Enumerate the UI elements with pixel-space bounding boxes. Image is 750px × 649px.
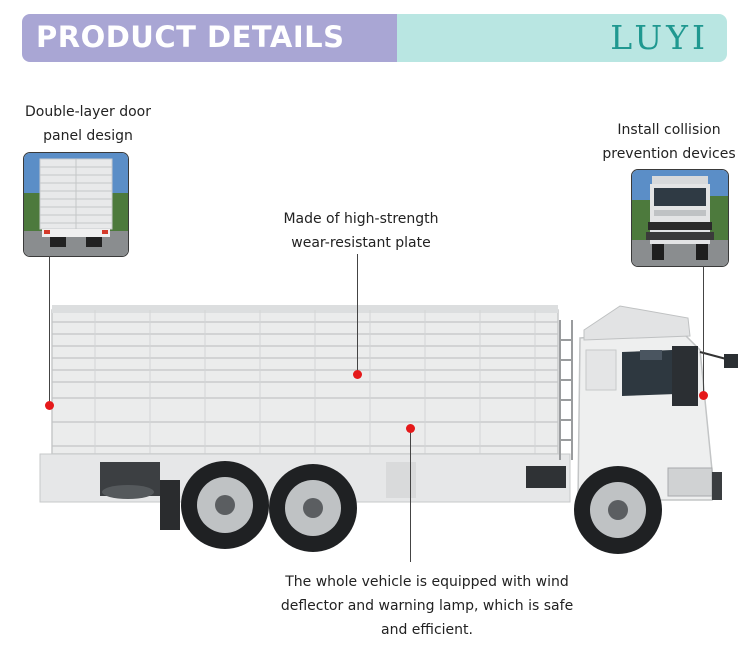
marker-dot-door <box>45 401 54 410</box>
callout-plate: Made of high-strength wear-resistant pla… <box>283 211 439 251</box>
page-title: PRODUCT DETAILS <box>36 20 345 54</box>
leader-line-plate <box>357 254 358 374</box>
header-banner: PRODUCT DETAILS LUYI <box>22 14 727 62</box>
header-right-panel <box>397 14 727 62</box>
truck-wheel-rear-1 <box>181 461 269 549</box>
marker-dot-deflector <box>406 424 415 433</box>
leader-line-collision <box>703 266 704 396</box>
leader-line-deflector <box>410 428 411 562</box>
callout-door-panel: Double-layer door panel design <box>24 104 151 144</box>
marker-dot-plate <box>353 370 362 379</box>
header-left-panel <box>22 14 397 62</box>
brand-logo: LUYI <box>610 18 709 57</box>
front-bumper-photo <box>632 170 728 266</box>
rear-door-thumbnail <box>23 152 129 257</box>
rear-door-photo <box>24 153 128 256</box>
callout-collision: Install collision prevention devices <box>602 122 736 162</box>
callout-deflector: The whole vehicle is equipped with wind … <box>280 574 574 638</box>
leader-line-door <box>49 256 50 406</box>
front-bumper-thumbnail <box>631 169 729 267</box>
marker-dot-collision <box>699 391 708 400</box>
